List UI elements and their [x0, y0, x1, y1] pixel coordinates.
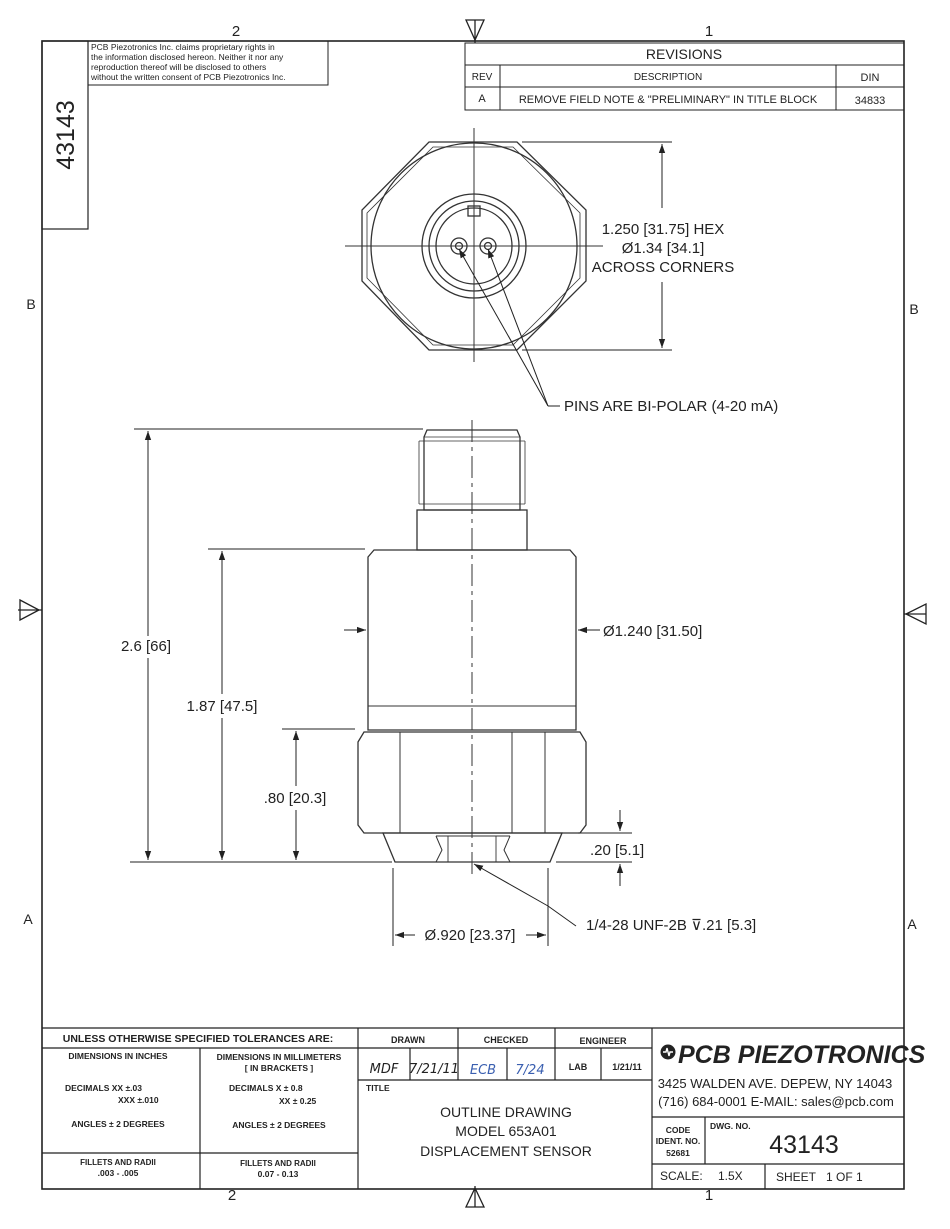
rev-din: 34833 [855, 95, 886, 107]
inches-angles: ANGLES ± 2 DEGREES [71, 1119, 165, 1129]
title-line-1: OUTLINE DRAWING [440, 1104, 572, 1120]
side-dimensions [130, 428, 632, 946]
mm-fillets-label: FILLETS AND RADII [240, 1159, 316, 1168]
mm-angles: ANGLES ± 2 DEGREES [232, 1120, 326, 1130]
notice-line-3: reproduction thereof will be disclosed t… [91, 62, 266, 72]
body-height-label: 1.87 [47.5] [187, 698, 258, 715]
hex-height-label: .80 [20.3] [264, 790, 327, 807]
approvals-block: DRAWN CHECKED ENGINEER MDF 7/21/11 ECB 7… [366, 1035, 642, 1159]
title-line-2: MODEL 653A01 [455, 1123, 557, 1139]
code-label: CODE [666, 1125, 691, 1135]
sheet-value: 1 OF 1 [826, 1170, 863, 1184]
thread-callout-label: 1/4-28 UNF-2B ⊽.21 [5.3] [586, 917, 756, 934]
zone-top-left: 2 [232, 23, 240, 40]
body-diameter-label: Ø1.240 [31.50] [603, 623, 702, 640]
notice-line-4: without the written consent of PCB Piezo… [90, 72, 286, 82]
revisions-title: REVISIONS [646, 46, 722, 62]
centering-marks [18, 19, 927, 1208]
scale-label: SCALE: [660, 1169, 703, 1183]
checked-date: 7/24 [515, 1063, 544, 1078]
proprietary-notice: PCB Piezotronics Inc. claims proprietary… [87, 40, 329, 86]
zone-left-b: B [26, 296, 35, 312]
title-label: TITLE [366, 1083, 390, 1093]
pcb-logo-icon [660, 1044, 676, 1060]
company-address: 3425 WALDEN AVE. DEPEW, NY 14043 [658, 1076, 893, 1091]
across-corners-label: ACROSS CORNERS [592, 259, 735, 276]
checked-by: ECB [470, 1063, 496, 1078]
side-drawing-number: 43143 [52, 100, 80, 170]
rev-description: REMOVE FIELD NOTE & "PRELIMINARY" IN TIT… [519, 94, 818, 106]
inches-decimals-xx: DECIMALS XX ±.03 [65, 1083, 142, 1093]
hex-dimension [522, 141, 672, 351]
hex-corners-diameter-label: Ø1.34 [34.1] [622, 240, 705, 257]
mm-header-sub: [ IN BRACKETS ] [245, 1063, 314, 1073]
sheet-label: SHEET [776, 1170, 817, 1184]
tolerance-block: UNLESS OTHERWISE SPECIFIED TOLERANCES AR… [63, 1033, 342, 1179]
base-height-label: .20 [5.1] [590, 842, 644, 859]
mm-decimals-x: DECIMALS X ± 0.8 [229, 1083, 303, 1093]
rev-header: REV [472, 72, 493, 83]
base-diameter-label: Ø.920 [23.37] [425, 927, 516, 944]
company-block: PCB PIEZOTRONICS 3425 WALDEN AVE. DEPEW,… [656, 1041, 926, 1184]
zone-right-b: B [909, 301, 918, 317]
drawn-by: MDF [370, 1062, 399, 1077]
revisions-table [464, 42, 905, 111]
zone-right-a: A [907, 916, 917, 932]
drawn-date: 7/21/11 [409, 1062, 459, 1077]
description-header: DESCRIPTION [634, 72, 702, 83]
ident-label: IDENT. NO. [656, 1136, 700, 1146]
drawn-header: DRAWN [391, 1035, 425, 1045]
checked-header: CHECKED [484, 1035, 529, 1045]
engineer-date: 1/21/11 [612, 1062, 642, 1072]
title-line-3: DISPLACEMENT SENSOR [420, 1143, 592, 1159]
engineer-header: ENGINEER [579, 1036, 627, 1046]
zone-top-right: 1 [705, 23, 713, 40]
din-header: DIN [861, 72, 880, 84]
side-drawing-number-box: 43143 [41, 40, 89, 230]
notice-line-2: the information disclosed hereon. Neithe… [91, 52, 284, 62]
title-block-lines [42, 1027, 904, 1189]
side-view [357, 420, 587, 875]
notice-line-1: PCB Piezotronics Inc. claims proprietary… [91, 42, 275, 52]
inches-fillets-label: FILLETS AND RADII [80, 1158, 156, 1167]
company-name: PCB PIEZOTRONICS [678, 1041, 926, 1069]
scale-value: 1.5X [718, 1169, 743, 1183]
inches-decimals-xxx: XXX ±.010 [118, 1095, 159, 1105]
dwg-number: 43143 [769, 1131, 839, 1159]
overall-height-label: 2.6 [66] [121, 638, 171, 655]
zone-bottom-right: 1 [705, 1187, 713, 1204]
engineer-by: LAB [569, 1062, 588, 1072]
mm-fillets-value: 0.07 - 0.13 [258, 1169, 299, 1179]
tolerance-header: UNLESS OTHERWISE SPECIFIED TOLERANCES AR… [63, 1033, 334, 1045]
zone-left-a: A [23, 911, 33, 927]
pins-leader [458, 248, 560, 407]
mm-decimals-xx: XX ± 0.25 [279, 1096, 317, 1106]
code-value: 52681 [666, 1148, 690, 1158]
dwg-label: DWG. NO. [710, 1121, 751, 1131]
pins-label: PINS ARE BI-POLAR (4-20 mA) [564, 398, 778, 415]
inches-header: DIMENSIONS IN INCHES [68, 1051, 168, 1061]
hex-size-label: 1.250 [31.75] HEX [602, 221, 725, 238]
inches-fillets-value: .003 - .005 [98, 1168, 139, 1178]
sheet-border [41, 40, 905, 1190]
mm-header: DIMENSIONS IN MILLIMETERS [217, 1052, 342, 1062]
company-contact: (716) 684-0001 E-MAIL: sales@pcb.com [658, 1094, 894, 1109]
rev-value: A [478, 93, 486, 105]
top-view [345, 128, 603, 362]
zone-bottom-left: 2 [228, 1187, 236, 1204]
zone-labels: 2 1 2 1 B B A A [23, 23, 918, 1204]
